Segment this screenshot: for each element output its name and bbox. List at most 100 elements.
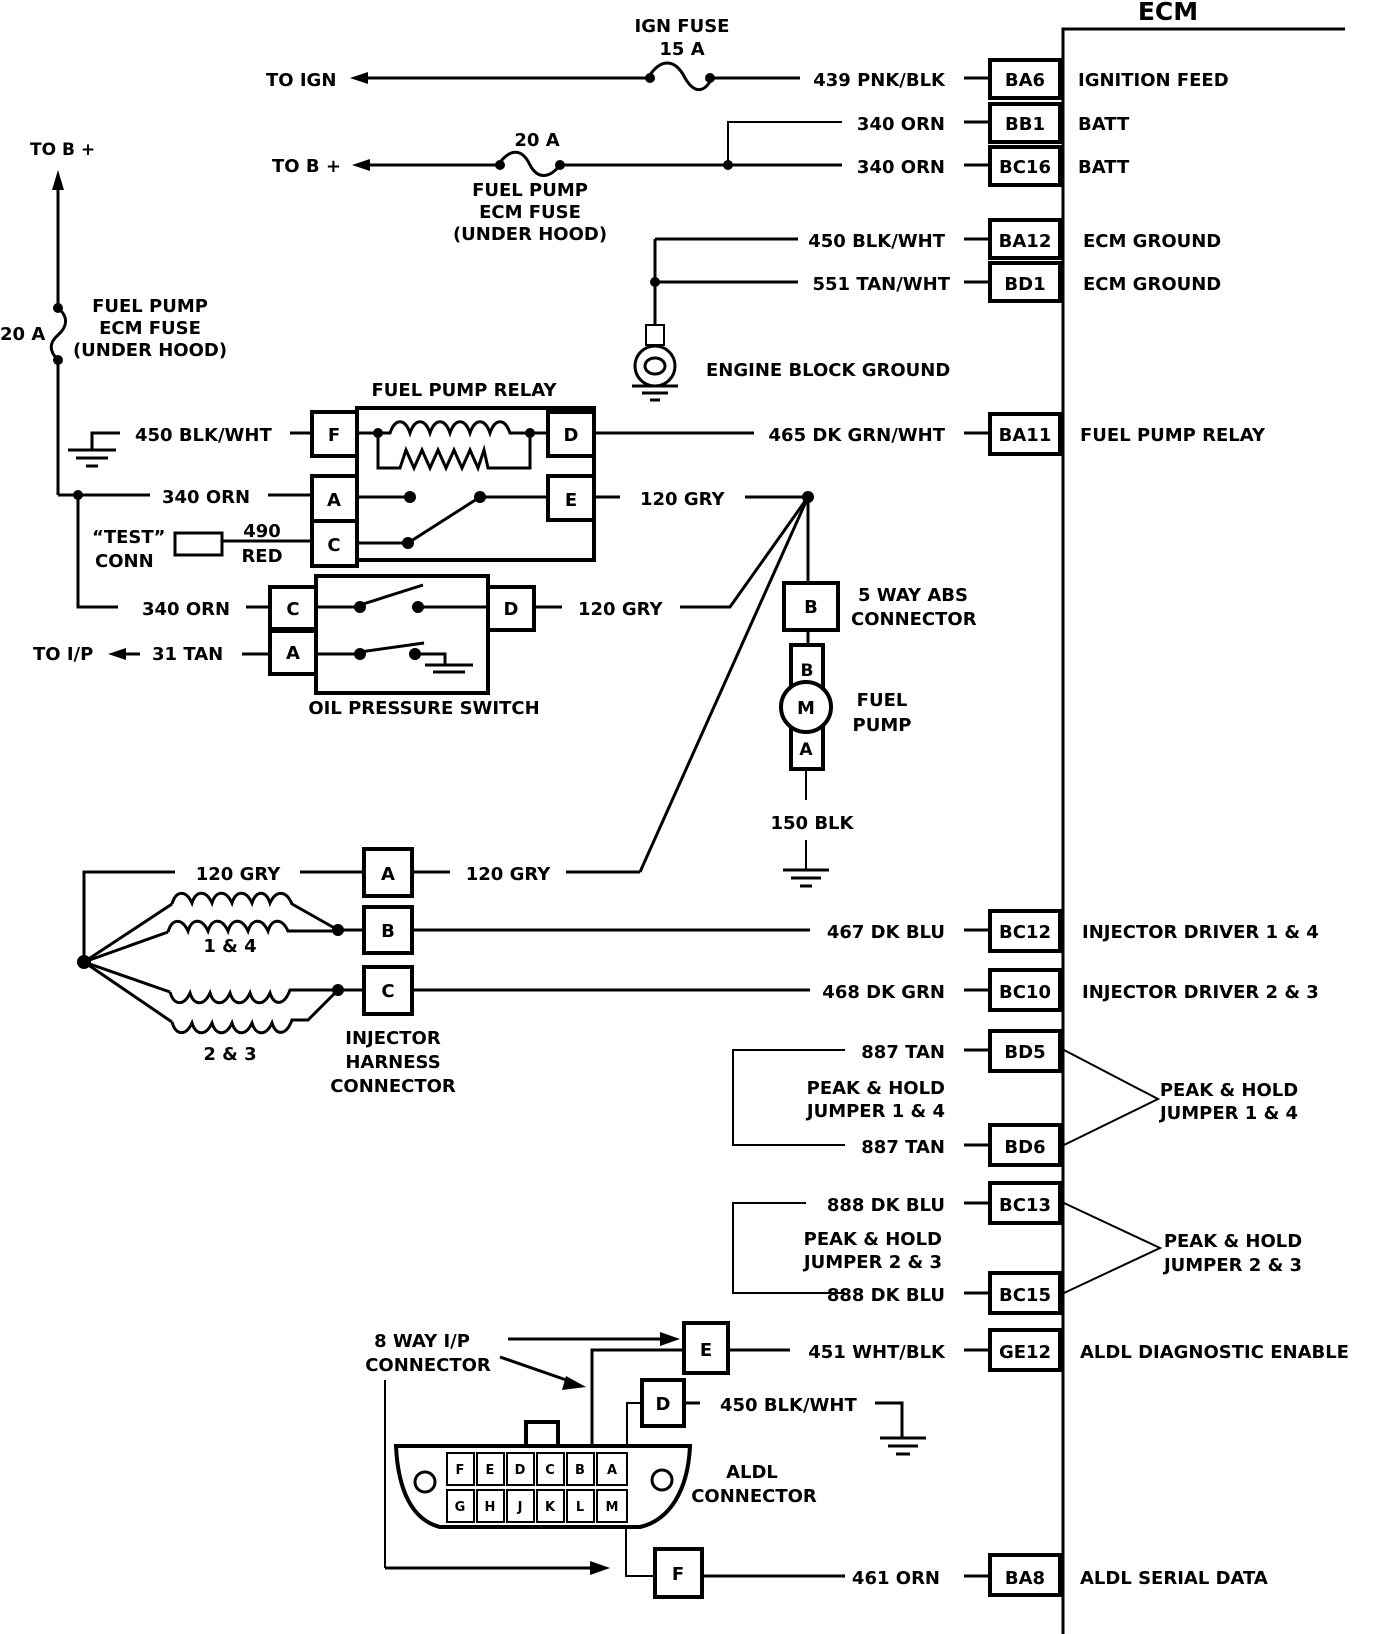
svg-text:J: J: [517, 1500, 523, 1515]
ecm-title: ECM: [1138, 0, 1198, 26]
ground-lug-icon: [633, 344, 677, 388]
oil-wire-a: 31 TAN: [152, 644, 223, 665]
svg-text:G: G: [455, 1500, 466, 1515]
harness-label-line2: HARNESS: [345, 1052, 440, 1073]
aldl-label-line2: CONNECTOR: [691, 1486, 817, 1507]
aldl-circuit: 8 WAY I/P CONNECTOR E D 450 BLK/WHT F F: [365, 1321, 926, 1599]
resistor-icon: [376, 433, 532, 473]
ecm-pin-row: 340 ORN BB1 BATT: [857, 102, 1130, 144]
pin-function: ECM GROUND: [1083, 231, 1221, 252]
pin-id: BB1: [1005, 114, 1045, 135]
injector-wire-top: 120 GRY: [196, 864, 281, 885]
wire-label: 340 ORN: [857, 157, 945, 178]
svg-text:C: C: [286, 599, 299, 620]
arrow-left-icon: [108, 648, 126, 660]
jumper-label-left: JUMPER 1 & 4: [805, 1101, 945, 1122]
harness-pin-c: [362, 965, 414, 1016]
relay-wire-c-num: 490: [243, 521, 281, 542]
fuse-name-line1: FUEL PUMP: [472, 180, 588, 201]
wire-label: 551 TAN/WHT: [813, 274, 951, 295]
relay-title: FUEL PUMP RELAY: [372, 380, 558, 401]
ip-connector-line1: 8 WAY I/P: [374, 1331, 470, 1352]
svg-text:A: A: [607, 1463, 617, 1478]
svg-text:A: A: [799, 740, 813, 760]
wire-label: 461 ORN: [852, 1568, 940, 1589]
pin-id: BA8: [1005, 1568, 1045, 1589]
fuel-pump-fuse-left: TO B + 20 A FUEL PUMP ECM FUSE (UNDER HO…: [0, 140, 227, 495]
injector-coil-icon: [166, 919, 338, 936]
ecm-pin-row: 551 TAN/WHT BD1 ECM GROUND: [655, 261, 1221, 303]
fuse-icon: [49, 306, 67, 362]
svg-text:E: E: [565, 490, 577, 511]
fuse-name-line3: (UNDER HOOD): [73, 340, 227, 361]
fuel-pump-ground-wire: 150 BLK: [771, 813, 855, 834]
ecm-block: ECM: [1061, 0, 1345, 1634]
arrow-up-icon: [52, 170, 64, 190]
svg-text:A: A: [381, 864, 395, 885]
wire-label: 340 ORN: [857, 114, 945, 135]
abs-connector-line2: CONNECTOR: [851, 609, 977, 630]
abs-connector-line1: 5 WAY ABS: [858, 585, 968, 606]
ecm-pin-row: 451 WHT/BLK GE12 ALDL DIAGNOSTIC ENABLE: [730, 1328, 1349, 1372]
svg-text:E: E: [700, 1340, 712, 1361]
abs-connector-pin: [782, 581, 840, 632]
jumper-1-4: 887 TAN BD5 PEAK & HOLD JUMPER 1 & 4 887…: [732, 1029, 1298, 1167]
ecm-pin-row: 465 DK GRN/WHT BA11 FUEL PUMP RELAY: [769, 412, 1266, 456]
fuse-rating: 20 A: [0, 324, 45, 345]
ip-pin-f: [653, 1547, 704, 1599]
pin-id: BA6: [1005, 70, 1045, 91]
oil-pin-c: [268, 585, 318, 631]
oil-wire-c: 340 ORN: [142, 599, 230, 620]
to-ip-label: TO I/P: [33, 644, 93, 665]
svg-text:A: A: [286, 643, 300, 664]
fuse-icon: [496, 150, 562, 177]
svg-text:B: B: [575, 1463, 585, 1478]
jumper-label-left: PEAK & HOLD: [807, 1078, 945, 1099]
ecm-pin-row: 450 BLK/WHT BA12 ECM GROUND: [655, 218, 1221, 260]
fuse-icon: [646, 61, 714, 92]
ecm-pin-row: 439 PNK/BLK BA6 IGNITION FEED: [813, 58, 1229, 100]
ecm-pin-row: 340 ORN BC16 BATT: [857, 145, 1130, 187]
relay-wire-e: 120 GRY: [640, 489, 725, 510]
pin-function: BATT: [1078, 114, 1130, 135]
to-bplus-label: TO B +: [272, 156, 341, 177]
relay-pin-c: [310, 519, 359, 568]
arrow-left-icon: [350, 72, 368, 84]
injector-circuit: 120 GRY 1 & 4 2 & 3 A B C 120 GRY INJECT…: [77, 847, 810, 1097]
aldl-label-line1: ALDL: [726, 1462, 778, 1483]
svg-text:B: B: [804, 597, 818, 618]
fuel-pump-line1: FUEL: [857, 690, 908, 711]
arrow-right-icon: [562, 1376, 586, 1390]
ecm-border: [1061, 27, 1345, 1634]
motor-icon: [779, 680, 833, 734]
fuel-pump-circuit: B 5 WAY ABS CONNECTOR B M A FUEL PUMP 15…: [638, 491, 977, 888]
wire-label: 887 TAN: [861, 1137, 945, 1158]
relay-coil-icon: [378, 420, 530, 438]
wire-label: 887 TAN: [861, 1042, 945, 1063]
engine-block-ground: ENGINE BLOCK GROUND: [632, 239, 950, 402]
aldl-wire-d: 450 BLK/WHT: [720, 1395, 857, 1416]
oil-switch-title: OIL PRESSURE SWITCH: [308, 698, 539, 719]
svg-text:D: D: [564, 425, 579, 446]
pin-function: FUEL PUMP RELAY: [1080, 425, 1266, 446]
test-conn-line2: CONN: [95, 551, 154, 572]
pin-id: BD5: [1004, 1042, 1045, 1063]
jumper-label-left: PEAK & HOLD: [804, 1229, 942, 1250]
aldl-pin-grid: F E D C B A G H J K L M: [446, 1452, 628, 1523]
ign-fuse-rating: 15 A: [659, 39, 704, 60]
svg-text:M: M: [797, 698, 815, 719]
wire-label: 467 DK BLU: [827, 922, 945, 943]
svg-text:E: E: [486, 1463, 495, 1478]
jumper-label-right: PEAK & HOLD: [1160, 1080, 1298, 1101]
ip-connector-line2: CONNECTOR: [365, 1355, 491, 1376]
relay-wire-c-color: RED: [241, 546, 282, 567]
pin-id: BD1: [1004, 274, 1045, 295]
jumper-label-right: PEAK & HOLD: [1164, 1231, 1302, 1252]
pin-id: BC16: [999, 157, 1051, 178]
svg-text:A: A: [327, 490, 341, 511]
fuse-name-line2: ECM FUSE: [479, 202, 581, 223]
switch-icon: [359, 641, 425, 654]
injector-coil-icon: [170, 891, 339, 932]
wire-label: 468 DK GRN: [822, 982, 945, 1003]
svg-text:F: F: [328, 425, 340, 446]
